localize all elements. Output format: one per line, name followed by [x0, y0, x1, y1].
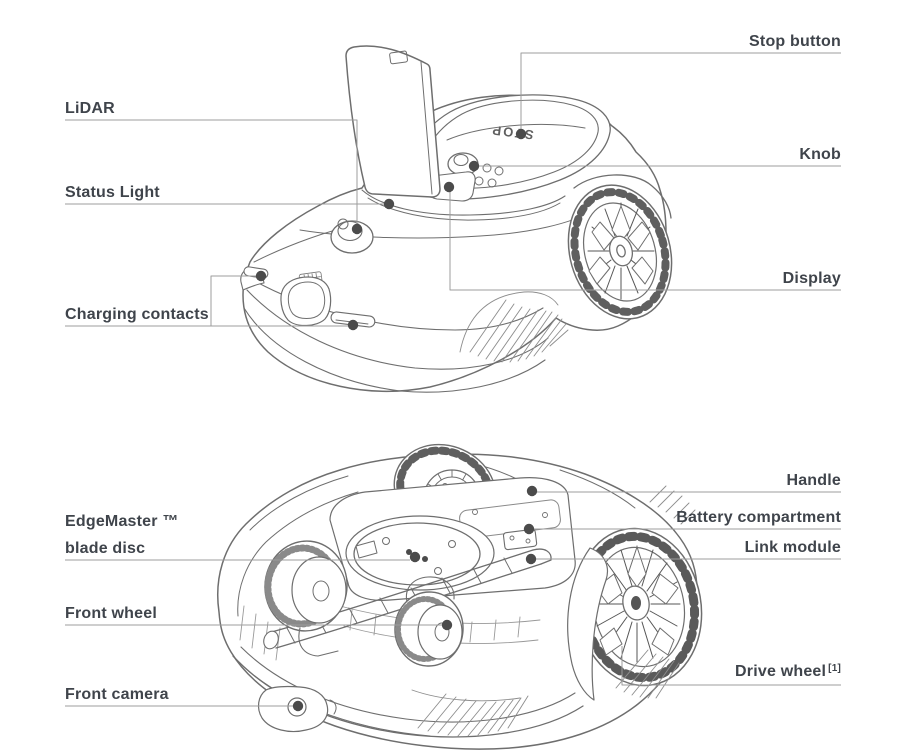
wheel-hub [434, 622, 450, 642]
wheel-diamond-pattern [595, 546, 679, 656]
handle-end-cap [263, 630, 279, 650]
right-hatch-lines [615, 649, 680, 699]
bumper-tab [329, 699, 337, 715]
label-handle: Handle [786, 472, 841, 489]
front-left-wheel [264, 540, 348, 657]
lidar-dot [351, 223, 363, 235]
battery-screw-2 [542, 512, 548, 518]
front-camera-dot [292, 700, 304, 712]
axle-bracket [298, 627, 339, 657]
link-module-box [502, 528, 538, 551]
lidar-leader [65, 119, 358, 225]
label-display: Display [782, 270, 841, 287]
blade-disc-dot [409, 551, 421, 563]
flap-top-clip [389, 50, 408, 65]
wheel-hub-center [631, 596, 641, 610]
top-view-illustration: STOP [240, 45, 673, 393]
left-ribs [239, 605, 281, 661]
front-right-wheel [394, 576, 464, 667]
label-status-light: Status Light [65, 184, 160, 201]
label-drive-wheel-text: Drive wheel [735, 663, 827, 680]
disc-center-screw-1 [406, 549, 412, 555]
disc-bolts [382, 537, 456, 575]
label-lidar: LiDAR [65, 100, 115, 117]
label-edgemaster-line1: EdgeMaster ™ [65, 513, 179, 530]
disc-center-screw-2 [422, 556, 428, 562]
wheel-fork [405, 576, 455, 603]
lidar-cover-flap [345, 45, 566, 221]
wheel-face [291, 556, 347, 624]
flap-outline [345, 45, 441, 198]
fender-swoosh [567, 547, 609, 701]
knob-top [453, 153, 469, 167]
wheel-fender-arc [573, 174, 672, 219]
body-top-left-rim [249, 475, 349, 531]
battery-compartment-dot [523, 523, 535, 535]
wheel-hub [608, 235, 634, 267]
drive-wheel [567, 527, 703, 701]
label-stop-button: Stop button [749, 33, 841, 50]
front-camera-housing [280, 276, 332, 327]
link-module-dot-2 [525, 538, 531, 544]
battery-screw-1 [472, 509, 478, 515]
panel-strip-line [446, 123, 586, 141]
disc-notch [355, 540, 378, 559]
wheel-hub [312, 580, 330, 602]
link-module-dot-1 [509, 535, 515, 541]
label-battery-compartment: Battery compartment [676, 509, 841, 526]
front-camera-inner [287, 281, 326, 319]
charging-contact-dot-right [347, 319, 359, 331]
rear-right-crease [559, 469, 636, 509]
bottom-view-illustration [217, 443, 703, 750]
front-wheel-dot [441, 619, 453, 631]
rear-wheel [567, 174, 673, 320]
side-hatch-lines [459, 291, 569, 363]
label-charging-contacts: Charging contacts [65, 306, 209, 323]
knob-dot [468, 160, 480, 172]
underside-inner-rim [237, 491, 359, 617]
label-knob: Knob [799, 146, 841, 163]
marker-dots [255, 128, 538, 712]
tire-lug-band [570, 188, 670, 316]
link-module-dot [525, 553, 537, 565]
flap-fold-line [420, 61, 433, 195]
label-drive-wheel-footnote: [1] [828, 663, 841, 674]
status-light-dot [383, 198, 395, 210]
label-edgemaster-blade-disc: EdgeMaster ™ blade disc [65, 508, 179, 562]
label-edgemaster-line2: blade disc [65, 540, 146, 557]
leader-lines [65, 52, 841, 707]
front-camera-housing [257, 685, 329, 733]
drive-wheel-leader [621, 646, 841, 686]
stop-button-leader [520, 52, 841, 131]
flap-collar-2 [367, 197, 561, 221]
handle-dot [526, 485, 538, 497]
label-link-module: Link module [744, 539, 841, 556]
body-skirt-line-2 [243, 307, 546, 393]
wheel-diamond-pattern [588, 205, 654, 285]
wheel-hub-center [616, 244, 626, 258]
wheel-face [417, 604, 463, 660]
display-dot [443, 181, 455, 193]
top-right-tread-lines [649, 485, 696, 525]
flap-collar-1 [361, 189, 566, 216]
label-front-wheel: Front wheel [65, 605, 157, 622]
label-drive-wheel: Drive wheel[1] [735, 662, 841, 683]
front-camera-lens [287, 697, 307, 717]
front-bumper [232, 646, 584, 738]
charging-contacts-leader [65, 275, 348, 327]
stop-button-dot [515, 128, 527, 140]
charging-contact-dot-left [255, 270, 267, 282]
display-leader [449, 191, 841, 291]
bottom-hatch-lines [411, 689, 529, 737]
handle-end-bracket [532, 548, 552, 565]
label-front-camera: Front camera [65, 686, 169, 703]
